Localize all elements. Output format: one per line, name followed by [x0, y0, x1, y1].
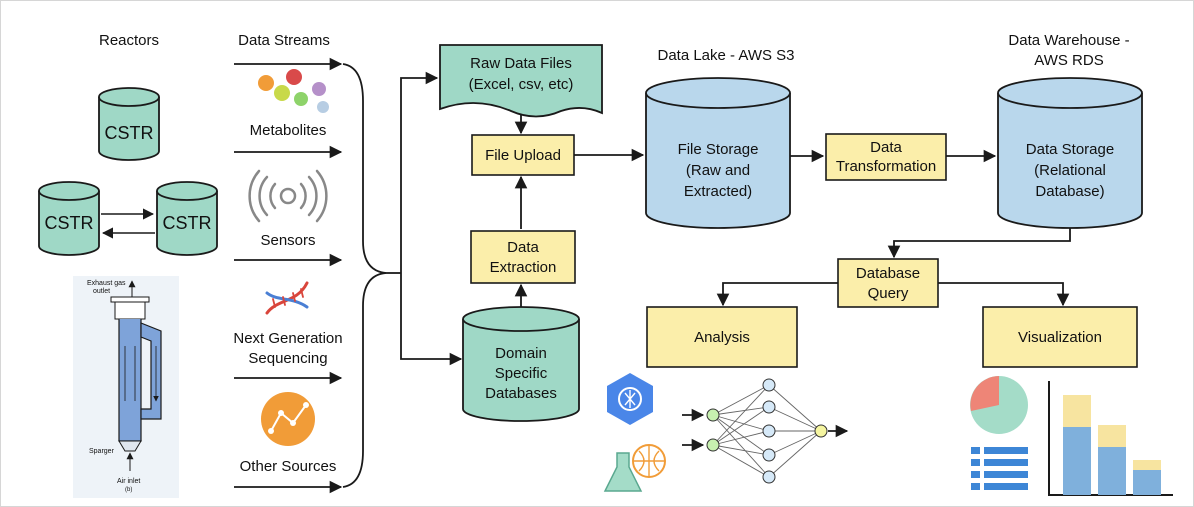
domain-db-label-line1: Domain — [495, 345, 547, 362]
cstr-right-label: CSTR — [163, 213, 212, 233]
data-warehouse-header-line1: Data Warehouse - — [1008, 32, 1129, 49]
file-upload-node: File Upload — [471, 134, 575, 176]
data-storage-label-line2: (Relational — [1034, 162, 1106, 179]
extraction-label-line1: Data — [507, 239, 539, 256]
warehouse-to-query-connector — [887, 228, 1071, 259]
transform-label-line2: Transformation — [836, 158, 936, 175]
cstr-label: CSTR — [105, 123, 154, 143]
panel-label: (b) — [125, 487, 132, 493]
analysis-label: Analysis — [694, 329, 750, 346]
bar-chart-icon — [1048, 381, 1173, 496]
air-inlet-label: Air inlet — [117, 478, 140, 485]
cstr-exchange-arrows — [101, 208, 155, 239]
data-extraction-node: Data Extraction — [470, 230, 576, 284]
domain-db-label-line2: Specific — [495, 365, 548, 382]
exhaust-label-1: Exhaust gas — [87, 280, 126, 287]
file-storage-node: File Storage (Raw and Extracted) — [645, 77, 791, 229]
file-storage-label-line2: (Raw and — [686, 162, 750, 179]
line-graph-icon — [261, 392, 315, 446]
domain-db-label-line3: Databases — [485, 385, 557, 402]
data-streams-header: Data Streams — [238, 32, 330, 49]
exhaust-label-2: outlet — [93, 288, 110, 295]
metabolites-label: Metabolites — [250, 122, 327, 139]
flask-globe-icon — [603, 444, 666, 492]
file-storage-label-line3: Extracted) — [684, 183, 752, 200]
query-label-line2: Query — [868, 285, 909, 302]
cstr-right: CSTR — [156, 181, 218, 256]
visualization-label: Visualization — [1018, 329, 1102, 346]
neural-network-icon — [706, 378, 849, 484]
other-sources-label: Other Sources — [240, 458, 337, 475]
query-label-line1: Database — [856, 265, 920, 282]
ngs-label-line1: Next Generation — [233, 330, 342, 347]
dna-helix-icon — [265, 281, 309, 315]
raw-files-label-line1: Raw Data Files — [470, 55, 572, 72]
data-storage-label-line3: Database) — [1035, 183, 1104, 200]
pie-chart-icon — [970, 376, 1028, 434]
file-upload-label: File Upload — [485, 147, 561, 164]
bioreactor-schematic: Exhaust gas outlet Sparger Air inlet (b) — [73, 276, 179, 498]
visualization-node: Visualization — [982, 306, 1138, 368]
raw-data-files-node: Raw Data Files (Excel, csv, etc) — [439, 44, 603, 118]
analysis-node: Analysis — [646, 306, 798, 368]
sensors-label: Sensors — [260, 232, 315, 249]
raw-files-label-line2: (Excel, csv, etc) — [469, 76, 574, 93]
signal-waves-icon — [248, 169, 328, 223]
data-transformation-node: Data Transformation — [825, 133, 947, 181]
data-lake-header: Data Lake - AWS S3 — [657, 47, 794, 64]
query-branches — [716, 282, 1070, 307]
input-arrows — [682, 408, 705, 452]
cstr-left: CSTR — [38, 181, 100, 256]
data-storage-label-line1: Data Storage — [1026, 141, 1114, 158]
brain-hexagon-icon — [607, 373, 653, 425]
list-icon — [971, 447, 1028, 490]
streams-merge-brace — [342, 63, 463, 488]
file-storage-label-line1: File Storage — [678, 141, 759, 158]
reactors-header: Reactors — [99, 32, 159, 49]
cstr-single: CSTR — [98, 87, 160, 161]
stream-arrows — [234, 57, 343, 494]
colored-dots-icon — [258, 69, 329, 113]
data-storage-node: Data Storage (Relational Database) — [997, 77, 1143, 229]
cstr-left-label: CSTR — [45, 213, 94, 233]
sparger-label: Sparger — [89, 448, 115, 455]
extraction-label-line2: Extraction — [490, 259, 557, 276]
transform-label-line1: Data — [870, 139, 902, 156]
ngs-label-line2: Sequencing — [248, 350, 327, 367]
database-query-node: Database Query — [837, 258, 939, 308]
data-warehouse-header-line2: AWS RDS — [1034, 52, 1103, 69]
domain-databases-node: Domain Specific Databases — [462, 306, 580, 422]
